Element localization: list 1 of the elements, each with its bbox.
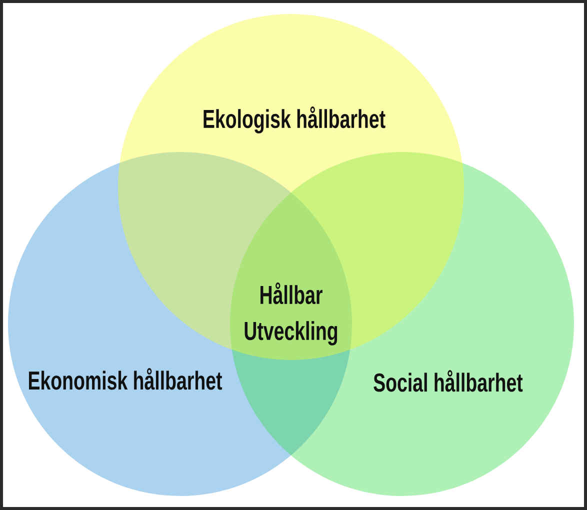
center-label: Hållbar Utveckling — [244, 282, 338, 346]
